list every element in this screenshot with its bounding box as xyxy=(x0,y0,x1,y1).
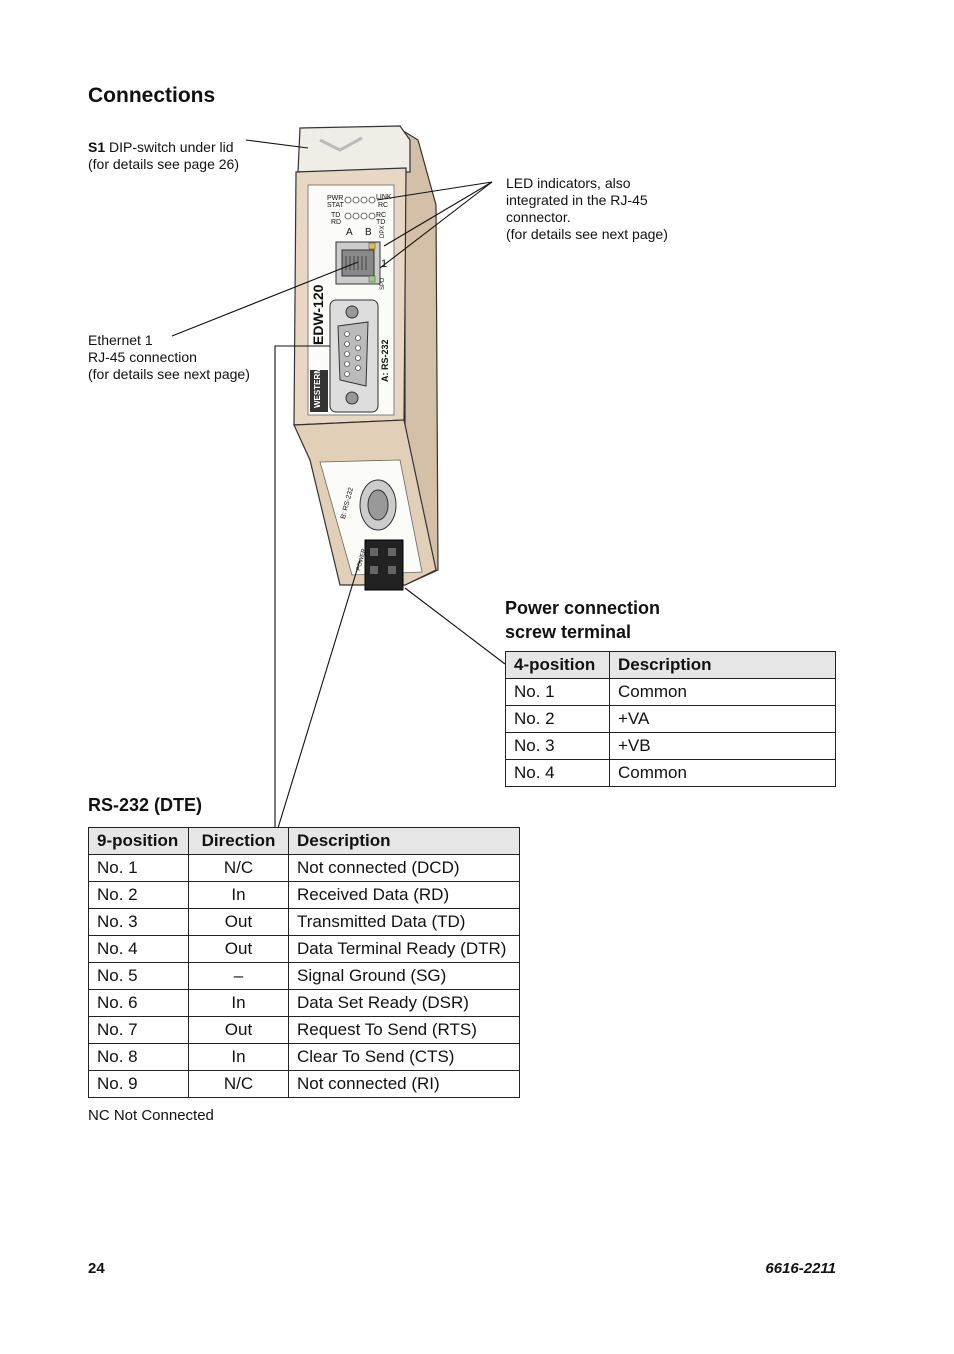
table-row: No. 2+VA xyxy=(505,705,836,733)
s1-description: DIP-switch under lid (for details see pa… xyxy=(88,139,239,172)
page-number: 24 xyxy=(88,1260,105,1277)
cell: Request To Send (RTS) xyxy=(288,1016,520,1044)
cell: Data Terminal Ready (DTR) xyxy=(288,935,520,963)
cell: No. 5 xyxy=(88,962,189,990)
cell: Out xyxy=(188,908,289,936)
cell: No. 6 xyxy=(88,989,189,1017)
s1-label: S1 xyxy=(88,139,106,155)
cell: Not connected (RI) xyxy=(288,1070,520,1098)
cell: Common xyxy=(609,678,836,706)
model-label: EDW-120 xyxy=(310,284,326,345)
cell: Received Data (RD) xyxy=(288,881,520,909)
cell: No. 3 xyxy=(88,908,189,936)
cell: Signal Ground (SG) xyxy=(288,962,520,990)
led-annotation: LED indicators, also integrated in the R… xyxy=(506,175,668,242)
s1-annotation: S1 DIP-switch under lid (for details see… xyxy=(88,122,239,173)
cell: Clear To Send (CTS) xyxy=(288,1043,520,1071)
led-label-td2: TD xyxy=(376,219,386,226)
cell: In xyxy=(188,881,289,909)
cell: No. 1 xyxy=(88,854,189,882)
col-header: Description xyxy=(288,827,520,855)
cell: No. 8 xyxy=(88,1043,189,1071)
rs232-footnote: NC Not Connected xyxy=(88,1107,214,1124)
power-section-title: Power connection screw terminal xyxy=(505,598,661,642)
led-label-rc1: RC xyxy=(378,202,389,209)
port-label-a: A xyxy=(346,227,353,238)
cell: N/C xyxy=(188,854,289,882)
cell: Out xyxy=(188,935,289,963)
led-label-td1: TD xyxy=(331,212,341,219)
cell: No. 2 xyxy=(505,705,610,733)
cell: – xyxy=(188,962,289,990)
cell: Out xyxy=(188,1016,289,1044)
cell: In xyxy=(188,989,289,1017)
cell: Common xyxy=(609,759,836,787)
led-label-stat: STAT xyxy=(327,202,344,209)
cell: Data Set Ready (DSR) xyxy=(288,989,520,1017)
spd-label: SPD xyxy=(380,277,386,290)
port-a-label: A: RS-232 xyxy=(380,339,390,382)
cell: Not connected (DCD) xyxy=(288,854,520,882)
col-header: Direction xyxy=(188,827,289,855)
cell: In xyxy=(188,1043,289,1071)
cell: No. 4 xyxy=(88,935,189,963)
led-label-rc2: RC xyxy=(376,212,387,219)
col-header: 4-position xyxy=(505,651,610,679)
table-row: No. 3+VB xyxy=(505,732,836,760)
cell: No. 1 xyxy=(505,678,610,706)
ethernet-annotation: Ethernet 1 RJ-45 connection (for details… xyxy=(88,332,250,382)
table-row: No. 5–Signal Ground (SG) xyxy=(88,962,520,990)
col-header: Description xyxy=(609,651,836,679)
cell: Transmitted Data (TD) xyxy=(288,908,520,936)
rs232-table-header: 9-position Direction Description xyxy=(88,827,520,855)
cell: No. 3 xyxy=(505,732,610,760)
document-number: 6616-2211 xyxy=(765,1260,836,1277)
dpx-label: DPX xyxy=(380,225,386,238)
page-title: Connections xyxy=(88,84,216,107)
cell: N/C xyxy=(188,1070,289,1098)
power-table-header: 4-position Description xyxy=(505,651,836,679)
cell: +VA xyxy=(609,705,836,733)
led-label-rd1: RD xyxy=(331,219,342,226)
port-label-b: B xyxy=(365,227,372,238)
port-number-1: 1 xyxy=(381,258,388,270)
brand-logo-text: WESTERMO xyxy=(313,360,322,408)
cell: +VB xyxy=(609,732,836,760)
led-label-link: LINK xyxy=(376,194,392,201)
col-header: 9-position xyxy=(88,827,189,855)
cell: No. 2 xyxy=(88,881,189,909)
cell: No. 4 xyxy=(505,759,610,787)
cell: No. 7 xyxy=(88,1016,189,1044)
rs232-section-title: RS-232 (DTE) xyxy=(88,795,203,815)
led-label-pwr: PWR xyxy=(327,195,344,202)
cell: No. 9 xyxy=(88,1070,189,1098)
